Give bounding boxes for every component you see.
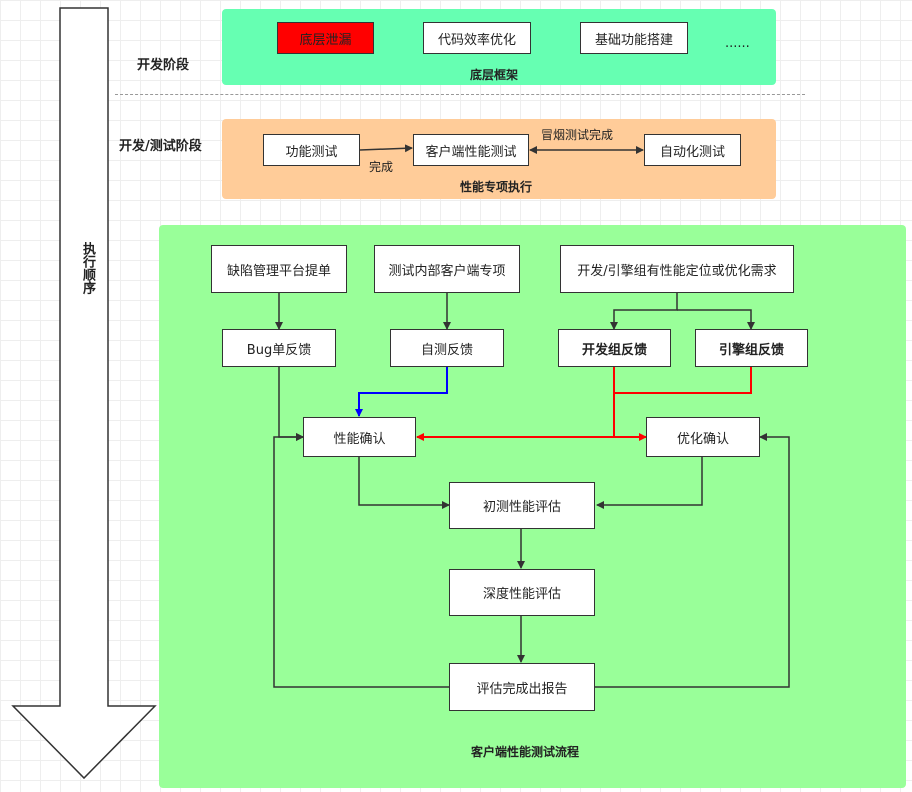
arrow-label: 执行顺序 xyxy=(80,242,95,294)
arrow-report-loop-right xyxy=(594,433,790,688)
smoke-done-label: 冒烟测试完成 xyxy=(541,128,614,142)
auto-test-box: 自动化测试 xyxy=(644,134,741,166)
deep-eval-box: 深度性能评估 xyxy=(449,569,595,616)
framework-item-basic-function: 基础功能搭建 xyxy=(580,22,688,54)
arrow-self-to-confirm xyxy=(355,367,448,417)
flow-title: 客户端性能测试流程 xyxy=(471,745,580,759)
stage-divider xyxy=(115,94,805,95)
opt-confirm-box: 优化确认 xyxy=(646,417,760,457)
execution-order-arrow xyxy=(11,7,157,780)
arrow-need-to-dev xyxy=(610,293,678,330)
internal-test-box: 测试内部客户端专项 xyxy=(374,245,520,293)
red-engine-join xyxy=(614,367,752,394)
arrow-report-loop-left xyxy=(273,433,449,688)
self-test-feedback-box: 自测反馈 xyxy=(390,329,504,367)
arrow-opt-to-initial xyxy=(596,457,703,509)
func-test-box: 功能测试 xyxy=(263,134,360,166)
arrow-bug-to-confirm xyxy=(278,367,304,441)
done-label: 完成 xyxy=(369,160,394,174)
stage-dev-test-label: 开发/测试阶段 xyxy=(119,139,202,154)
dev-engine-need-box: 开发/引擎组有性能定位或优化需求 xyxy=(560,245,794,293)
arrow-need-to-engine xyxy=(677,309,755,330)
report-box: 评估完成出报告 xyxy=(449,663,595,711)
arrow-func-to-client xyxy=(359,144,413,153)
client-perf-test-box: 客户端性能测试 xyxy=(413,134,529,166)
framework-item-leak: 底层泄漏 xyxy=(277,22,374,54)
defect-platform-box: 缺陷管理平台提单 xyxy=(211,245,347,293)
framework-title: 底层框架 xyxy=(470,68,519,82)
initial-eval-box: 初测性能评估 xyxy=(449,482,595,529)
perf-confirm-box: 性能确认 xyxy=(303,417,416,457)
framework-item-code-efficiency: 代码效率优化 xyxy=(423,22,531,54)
stage-dev-label: 开发阶段 xyxy=(137,58,190,73)
arrow-perf-to-initial xyxy=(358,457,450,509)
perf-special-title: 性能专项执行 xyxy=(460,180,533,194)
dev-feedback-box: 开发组反馈 xyxy=(558,329,671,367)
engine-feedback-box: 引擎组反馈 xyxy=(695,329,808,367)
framework-item-more: ...... xyxy=(725,36,750,51)
bug-feedback-box: Bug单反馈 xyxy=(222,329,336,367)
